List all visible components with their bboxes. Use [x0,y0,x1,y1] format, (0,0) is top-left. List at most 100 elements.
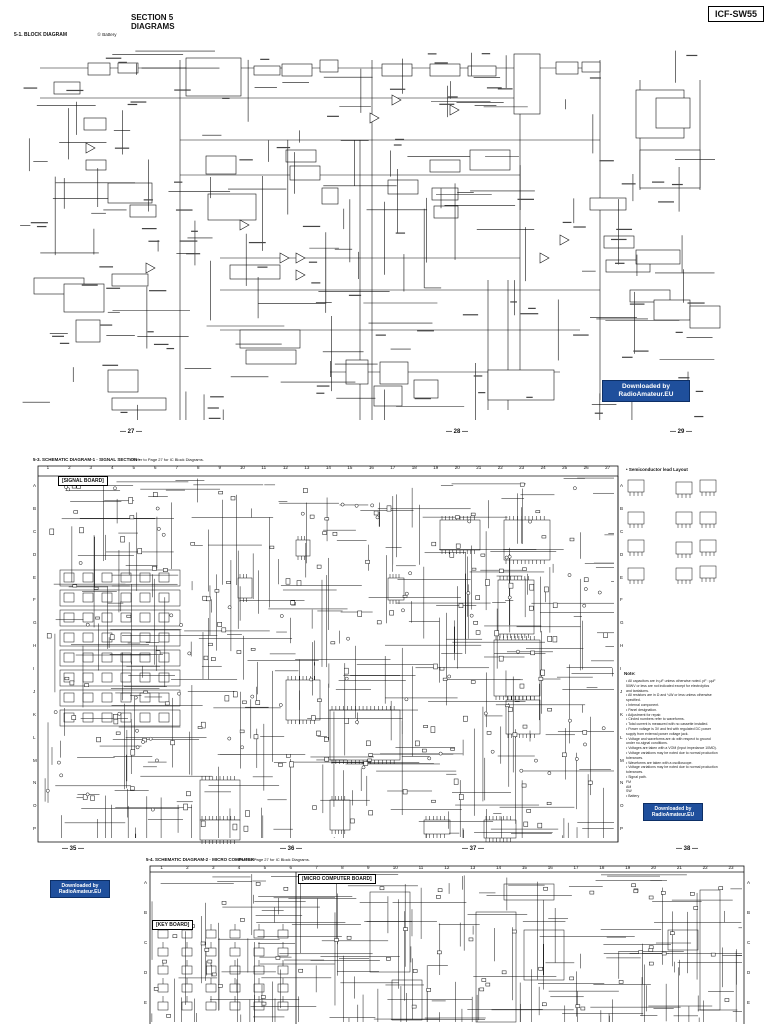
label-mark [175,209,193,211]
resistor [230,496,236,501]
grid-label: 2 [68,465,71,470]
key-switch [277,983,289,993]
resistor [442,677,448,681]
key-switch [253,983,265,993]
transistor [340,502,345,507]
resistor [552,602,558,608]
resistor [376,620,382,625]
block-box [429,159,461,173]
label-mark [59,342,70,344]
label-mark [589,77,601,79]
grid-label: 13 [470,865,476,870]
label-mark [497,88,513,90]
transistor [141,740,145,744]
label-mark [486,87,502,89]
label-mark [439,103,455,105]
block-box [85,159,107,171]
resistor [455,515,460,520]
transistor [516,649,520,654]
grid-label: 10 [239,465,245,470]
grid-label: E [747,1000,751,1005]
transistor [66,487,71,492]
resistor [255,700,261,705]
label-mark [174,89,191,91]
transistor [85,792,90,797]
key-switch [229,965,241,975]
resistor [575,1004,581,1008]
resistor [64,676,70,681]
grid-label: M [33,757,37,763]
note-line: • Power voltage is 3V and fed with regul… [626,727,712,731]
label-mark [629,303,645,305]
resistor [540,669,545,676]
resistor [170,740,175,746]
resistor [346,935,352,940]
transistor [59,773,64,778]
watermark-line2: RadioAmateur.EU [651,812,695,818]
resistor [155,650,161,655]
label-mark [130,101,147,103]
component [120,632,132,643]
resistor [648,895,654,900]
model-label: ICF-SW55 [707,6,764,22]
grid-label: 9 [218,465,221,470]
grid-label: 9 [366,865,370,870]
resistor [283,887,289,891]
key-switch [181,965,193,975]
resistor [242,700,247,704]
label-mark [520,313,539,315]
resistor [690,892,695,896]
resistor [670,931,675,935]
component [139,672,151,683]
resistor [529,583,534,591]
ic-package [497,579,535,635]
label-mark [316,392,325,394]
transistor [490,749,495,754]
grid-label: 12 [282,465,288,470]
block-diagram-lines [20,50,721,420]
key-switch [205,1001,217,1011]
label-mark [66,89,84,92]
label-mark [573,226,586,228]
component [101,672,113,683]
grid-label: 7 [175,465,178,470]
page-number-27: — 27 — [120,429,143,435]
label-mark [207,407,219,409]
resistor [190,542,195,546]
label-mark [348,294,362,296]
component [82,632,94,643]
transistor [135,745,140,750]
key-switch [229,929,241,939]
resistor [126,614,132,618]
block-box [603,235,635,249]
transistor [507,554,512,559]
resistor [200,941,206,946]
label-mark [694,415,704,418]
resistor [298,968,304,973]
label-mark [695,390,704,393]
block-box [53,81,81,95]
grid-label: P [33,826,37,832]
component [82,672,94,683]
transistor [528,519,532,524]
transistor [361,765,366,770]
label-mark [462,314,479,316]
resistor [202,595,207,601]
grid-label: B [747,910,751,915]
transistor [568,718,572,723]
block-box [83,117,107,131]
resistor [411,1004,417,1009]
label-mark [658,201,674,203]
grid-label: D [620,551,624,557]
grid-label: 4 [237,865,241,870]
resistor [240,918,245,922]
resistor [152,566,157,571]
block-box [467,65,497,77]
resistor [221,901,227,905]
resistor [296,580,302,586]
resistor [530,650,535,656]
resistor [522,567,527,571]
key-switch [181,929,193,939]
label-mark [427,53,437,55]
micro-schematic-lines [151,874,742,1023]
